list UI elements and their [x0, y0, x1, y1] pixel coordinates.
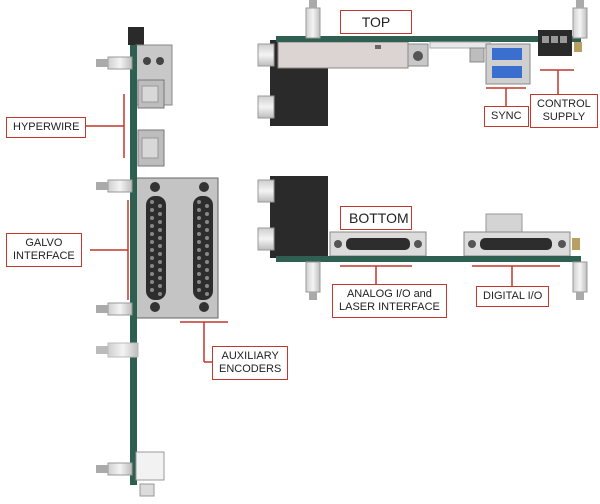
db-pin — [197, 224, 201, 228]
db-pin — [205, 204, 209, 208]
bottom-black-block — [270, 176, 328, 258]
db-pin — [197, 248, 201, 252]
db-pin — [205, 220, 209, 224]
db-pin — [205, 212, 209, 216]
side-standoff-1 — [96, 56, 133, 70]
bottom-standoff-left — [305, 261, 321, 300]
analog-io-line1: ANALOG I/O and — [346, 288, 432, 300]
db-pin — [205, 292, 209, 296]
bottom-label: BOTTOM — [340, 206, 412, 230]
control-supply-line1: CONTROL — [537, 98, 591, 110]
side-bottom-connector — [135, 451, 165, 481]
side-top-connector — [128, 27, 144, 45]
bottom-view-board — [257, 176, 588, 300]
analog-io-label: ANALOG I/O and LASER INTERFACE — [332, 284, 447, 318]
top-bracket — [277, 41, 409, 69]
db-pin — [158, 260, 162, 264]
db-pin — [197, 272, 201, 276]
auxiliary-encoders-label: AUXILIARY ENCODERS — [212, 346, 289, 380]
db-pin — [158, 220, 162, 224]
digital-io-label-text: DIGITAL I/O — [483, 290, 543, 302]
db-pin — [150, 216, 154, 220]
db-pin — [150, 232, 154, 236]
side-standoff-2 — [96, 179, 133, 193]
top-view-board — [257, 0, 588, 126]
leader-lines — [84, 69, 574, 363]
db-pin — [205, 268, 209, 272]
side-view-board — [96, 27, 219, 497]
auxiliary-encoders-line2: ENCODERS — [219, 363, 282, 375]
db-pin — [205, 228, 209, 232]
side-standoff-3 — [96, 302, 133, 316]
db-pin — [158, 252, 162, 256]
top-standoff-left — [305, 0, 321, 39]
db-pin — [158, 276, 162, 280]
db-pin — [158, 204, 162, 208]
db-pin — [197, 256, 201, 260]
db-pin — [197, 200, 201, 204]
top-pcb — [276, 36, 581, 42]
db-pin — [150, 248, 154, 252]
bottom-standoff-right — [572, 261, 588, 300]
db-pin — [205, 276, 209, 280]
db-pin — [205, 244, 209, 248]
control-supply-label: CONTROL SUPPLY — [530, 94, 598, 128]
db-pin — [197, 240, 201, 244]
db-pin — [205, 260, 209, 264]
bottom-pcb — [276, 256, 581, 262]
db-pin — [158, 236, 162, 240]
db-pin — [205, 252, 209, 256]
db-pin — [205, 236, 209, 240]
side-pcb — [130, 45, 137, 485]
db-pin — [150, 240, 154, 244]
db-pin — [197, 232, 201, 236]
galvo-interface-line2: INTERFACE — [13, 250, 75, 262]
digital-io-label: DIGITAL I/O — [476, 286, 550, 307]
galvo-interface-line1: GALVO — [25, 237, 63, 249]
sync-label-text: SYNC — [491, 110, 522, 122]
top-label: TOP — [340, 10, 412, 34]
encoders-db-connector — [193, 196, 213, 300]
db-pin — [150, 200, 154, 204]
hyperwire-label: HYPERWIRE — [6, 117, 87, 138]
db-pin — [150, 264, 154, 268]
galvo-interface-label: GALVO INTERFACE — [6, 233, 82, 267]
analog-io-line2: LASER INTERFACE — [339, 301, 440, 313]
auxiliary-encoders-line1: AUXILIARY — [221, 350, 279, 362]
db-pin — [197, 264, 201, 268]
db-pin — [205, 284, 209, 288]
db-pin — [150, 208, 154, 212]
control-supply-line2: SUPPLY — [542, 111, 586, 123]
bottom-label-text: BOTTOM — [349, 210, 409, 226]
side-standoff-4 — [96, 342, 139, 358]
db-pin — [158, 212, 162, 216]
db-pin — [197, 280, 201, 284]
top-standoff-right — [572, 0, 588, 39]
db-pin — [150, 224, 154, 228]
db-pin — [158, 228, 162, 232]
db-pin — [158, 292, 162, 296]
db-pin — [158, 244, 162, 248]
db-pin — [197, 208, 201, 212]
sync-label: SYNC — [484, 106, 529, 127]
db-pin — [150, 288, 154, 292]
db-pin — [150, 280, 154, 284]
db-pin — [158, 268, 162, 272]
db-pin — [197, 288, 201, 292]
db-pin — [150, 272, 154, 276]
db-pin — [158, 284, 162, 288]
db-pin — [150, 256, 154, 260]
hyperwire-label-text: HYPERWIRE — [13, 121, 80, 133]
top-label-text: TOP — [361, 14, 391, 30]
galvo-db-connector — [146, 196, 166, 300]
side-standoff-5 — [96, 462, 133, 476]
db-pin — [197, 216, 201, 220]
